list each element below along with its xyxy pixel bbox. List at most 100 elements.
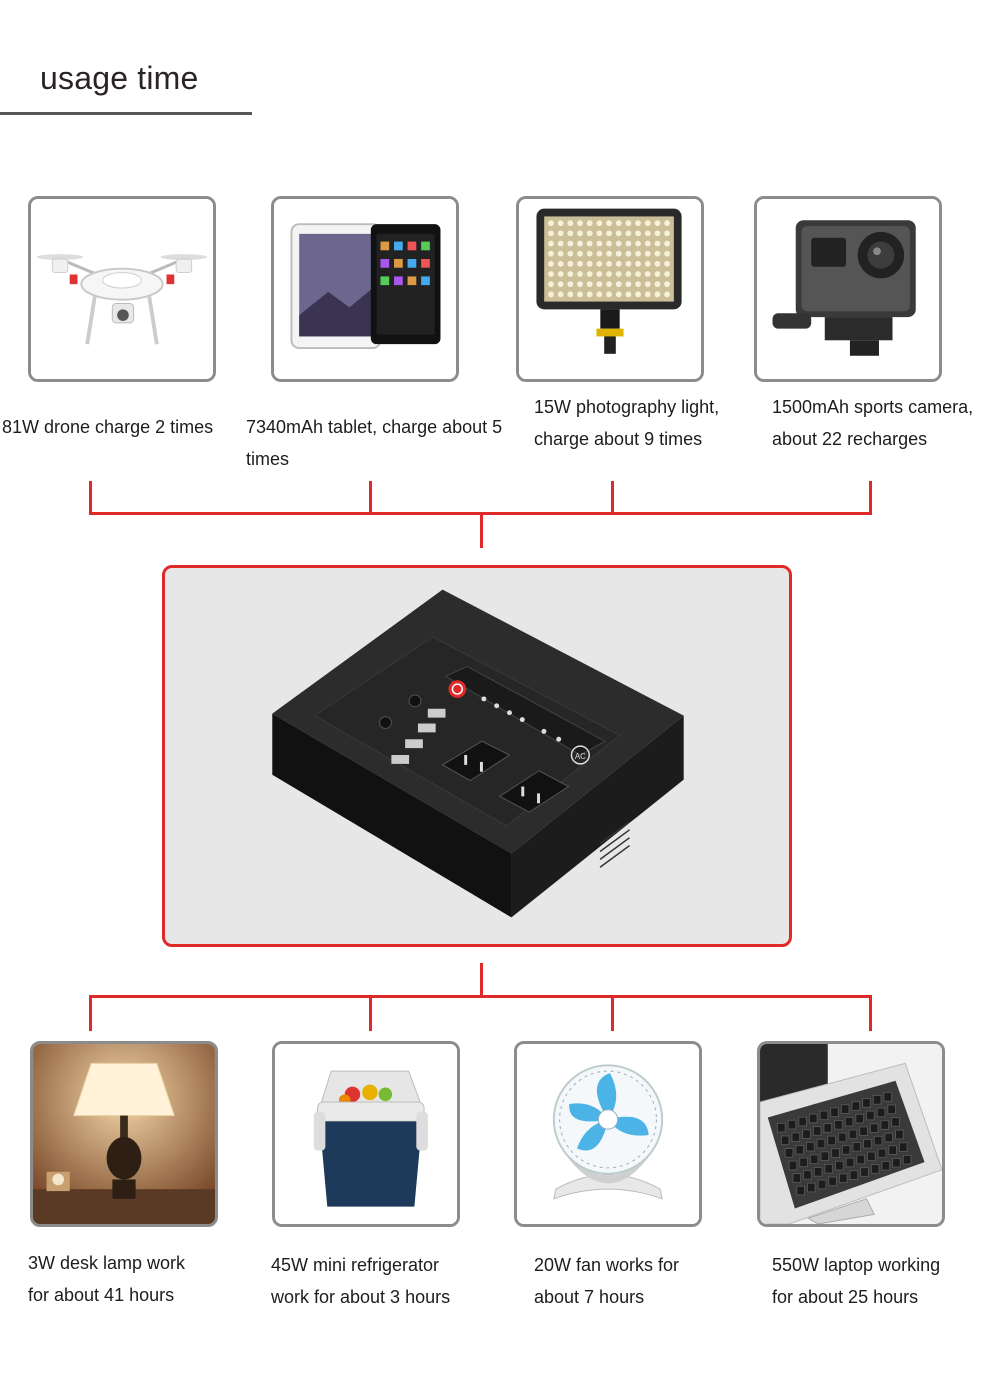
key — [848, 1129, 858, 1140]
led — [596, 220, 603, 227]
led — [548, 220, 554, 227]
key — [835, 1160, 844, 1171]
led — [664, 260, 670, 267]
led — [635, 220, 641, 227]
led — [548, 291, 554, 298]
led — [664, 271, 670, 277]
key — [831, 1148, 840, 1158]
led — [586, 291, 593, 298]
key — [813, 1166, 823, 1177]
led — [625, 271, 632, 277]
led — [567, 240, 574, 247]
photography-light-card — [516, 196, 704, 382]
led — [596, 281, 603, 288]
led — [606, 250, 612, 257]
key — [852, 1142, 862, 1152]
key — [809, 1154, 819, 1165]
led — [596, 291, 603, 298]
led — [615, 291, 622, 298]
led — [557, 260, 564, 267]
key — [776, 1122, 786, 1133]
key — [812, 1126, 822, 1136]
led — [606, 281, 612, 288]
led — [586, 281, 593, 288]
fan-card — [514, 1041, 702, 1227]
led — [635, 271, 641, 277]
led — [615, 220, 622, 227]
led — [606, 230, 612, 237]
led — [557, 291, 564, 298]
led — [548, 281, 554, 288]
led — [654, 230, 661, 237]
tablet-icon — [274, 199, 456, 379]
top-connector-drop-4 — [869, 481, 872, 515]
ac-label: AC — [575, 752, 586, 761]
led — [625, 220, 632, 227]
led — [548, 250, 554, 257]
led — [577, 281, 583, 288]
led — [586, 271, 593, 277]
led — [654, 220, 661, 227]
led — [635, 260, 641, 267]
sports-camera-card — [754, 196, 942, 382]
key — [859, 1126, 868, 1137]
key — [869, 1123, 879, 1133]
led — [596, 250, 603, 257]
key — [891, 1117, 900, 1127]
key — [866, 1151, 876, 1162]
key — [887, 1104, 896, 1115]
key — [827, 1135, 836, 1146]
led — [557, 220, 564, 227]
key — [876, 1107, 886, 1118]
led-grid — [548, 220, 670, 298]
led — [635, 281, 641, 288]
led — [654, 240, 661, 247]
key — [828, 1176, 837, 1187]
key — [870, 1164, 880, 1174]
photography-light-icon — [519, 199, 701, 379]
page-heading: usage time — [40, 60, 199, 96]
led — [644, 250, 651, 257]
led — [664, 240, 670, 247]
led — [664, 250, 670, 257]
key — [902, 1154, 912, 1165]
tablet-card — [271, 196, 459, 382]
led — [654, 271, 661, 277]
key — [844, 1116, 854, 1127]
key — [780, 1135, 790, 1146]
sports-camera-caption: 1500mAh sports camera, about 22 recharge… — [772, 397, 974, 449]
bottom-connector-bar — [89, 995, 872, 998]
led — [606, 291, 612, 298]
key — [817, 1179, 827, 1190]
led — [644, 260, 651, 267]
led — [548, 260, 554, 267]
key — [884, 1132, 894, 1143]
led — [654, 281, 661, 288]
bottom-connector-drop-4 — [869, 995, 872, 1031]
led — [577, 260, 583, 267]
led — [654, 260, 661, 267]
key — [851, 1101, 861, 1111]
desk-lamp-icon — [33, 1044, 215, 1224]
top-connector-drop-1 — [89, 481, 92, 515]
led — [644, 240, 651, 247]
key — [872, 1095, 882, 1105]
keyboard-keys — [776, 1091, 912, 1196]
led — [577, 271, 583, 277]
key — [837, 1132, 847, 1143]
led — [615, 260, 622, 267]
led — [567, 230, 574, 237]
key — [824, 1163, 834, 1174]
key — [877, 1148, 887, 1159]
desk-lamp-card — [30, 1041, 218, 1227]
led — [586, 250, 593, 257]
top-connector-drop-3 — [611, 481, 614, 515]
led — [644, 291, 651, 298]
led — [596, 230, 603, 237]
key — [803, 1170, 812, 1180]
led — [586, 260, 593, 267]
bottom-connector-drop-1 — [89, 995, 92, 1031]
key — [787, 1119, 797, 1130]
led — [615, 230, 622, 237]
led — [654, 250, 661, 257]
